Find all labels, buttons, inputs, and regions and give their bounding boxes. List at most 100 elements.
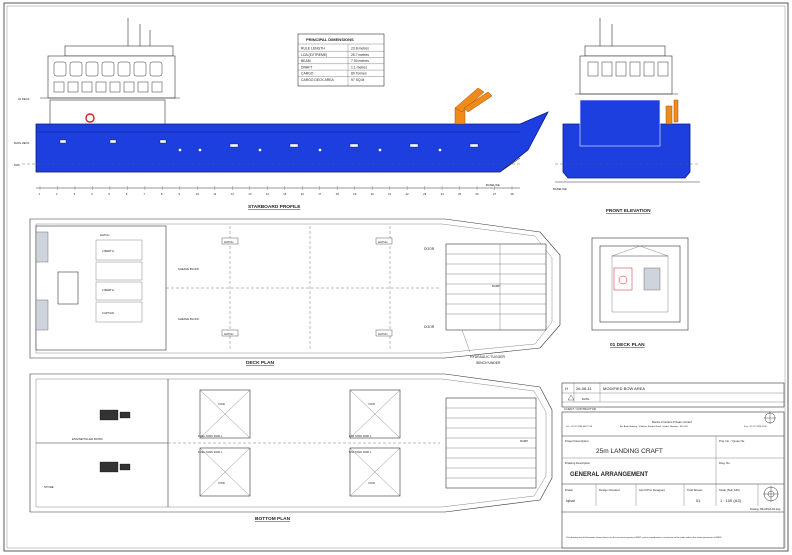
label-baseline: BASELINE — [486, 183, 500, 187]
frame-number: 24 — [441, 192, 445, 196]
title-01-deck-plan: 01 DECK PLAN — [610, 342, 645, 348]
revision-description: MODIFIED BOW AREA — [603, 386, 645, 391]
dimension-label: LOA (EXTREME) — [301, 53, 327, 57]
north-compass-icon — [763, 486, 779, 502]
bottom-label-fw-1: F/W TANK 2000 L — [349, 434, 372, 438]
revision-triangle-icon — [567, 394, 575, 401]
scale-value: 1 : 100 (A3) — [720, 498, 742, 503]
deck-label-tugger-2: WINCH UNDER — [476, 361, 501, 365]
frame-number: 20 — [371, 192, 375, 196]
deck-label-sheave-1: SHEAVE BLOCK — [178, 267, 200, 271]
design-checked-label: Design Checked — [599, 488, 620, 492]
frame-number: 12 — [231, 192, 235, 196]
title-bottom-plan: BOTTOM PLAN — [255, 516, 291, 522]
sheet-border — [3, 2, 789, 552]
engine-icons — [99, 409, 131, 473]
frame-number: 28 — [511, 192, 515, 196]
total-sheets-label: Total Sheets — [687, 488, 703, 492]
frame-number: 19 — [353, 192, 357, 196]
frame-number: 21 — [388, 192, 392, 196]
bottom-label-engine-room: ENGINE/TILLER ROOM — [72, 437, 103, 441]
dimension-label: CARGO — [301, 72, 314, 76]
bottom-label-fuel-2: FUEL TANK 2000 L — [198, 450, 223, 454]
frame-number: 1 — [39, 192, 41, 196]
principal-dimensions-title: PRINCIPAL DIMENSIONS — [306, 37, 354, 42]
bulwark-fittings — [59, 139, 479, 148]
scale-label: Scale (SHI: A3#) — [719, 488, 740, 492]
dimension-value: 23.8 metres — [351, 47, 369, 51]
frame-number: 16 — [301, 192, 305, 196]
frame-number: 3 — [73, 192, 75, 196]
wheelhouse-windows — [53, 61, 163, 93]
revision-block: H 26-06-11 MODIFIED BOW AREA DATE CLIENT… — [561, 382, 785, 411]
deck-label-berth-1: 2 BERTH — [102, 249, 114, 253]
steering-wheel-icon — [618, 275, 628, 285]
title-starboard-profile: STARBOARD PROFILE — [248, 204, 301, 210]
title-deck-plan: DECK PLAN — [246, 360, 275, 366]
tanks — [199, 389, 401, 497]
frame-number: 13 — [248, 192, 252, 196]
deck-label-hatch-2: HATCH — [224, 240, 233, 244]
company-address: A5, Ambi Building, 10 Arthur Bunder Road… — [620, 425, 689, 428]
front-baseline-label: BASELINE — [553, 187, 567, 191]
company-name: Marine Frontiers Private Limited — [652, 420, 692, 424]
deck-label-tugger-1: HYDRAULIC TUGGER — [470, 355, 506, 359]
drawing-label: Drawing Description — [565, 461, 590, 465]
bottom-plan: ENGINE/TILLER ROOM STORE FUEL TANK 2000 … — [29, 373, 553, 522]
dimension-value: 1.1 metres — [351, 65, 367, 69]
disclaimer: This drawing and all information shown t… — [566, 536, 723, 539]
revision-date: 26-06-11 — [576, 386, 592, 391]
frame-number: 18 — [336, 192, 340, 196]
deck-label-sheave-2: SHEAVE BLOCK — [178, 317, 200, 321]
frame-number: 22 — [406, 192, 410, 196]
drawn-by: Iqbal — [566, 498, 575, 503]
label-main-deck: MAIN DECK — [14, 141, 30, 145]
frame-number: 2 — [56, 192, 58, 196]
revision-letter: H — [565, 386, 568, 391]
frame-number: 11 — [213, 192, 216, 196]
frame-number: 15 — [283, 192, 287, 196]
dimension-value: 25.7 metres — [351, 53, 369, 57]
frame-number: 17 — [318, 192, 322, 196]
front-crane — [665, 99, 679, 125]
bottom-label-void-3: VOID — [368, 402, 375, 406]
frame-number: 6 — [126, 192, 128, 196]
title-front-elevation: FRONT ELEVATION — [606, 208, 651, 214]
company-tel: Tel: +91 22 2285 4667 / 68 — [566, 426, 593, 428]
company-fax: Fax: +91 22 2285 0736 — [744, 426, 767, 428]
dimension-value: 80 Tonnes — [351, 72, 367, 76]
frame-number: 26 — [476, 192, 480, 196]
file-reference: Drawing: ME-MFGA-R2.dwg — [750, 508, 781, 511]
label-dwl: DWL — [14, 163, 21, 167]
deck-crane — [454, 87, 493, 125]
approved-label: Apvd.(Prd. Designer) — [639, 488, 665, 492]
frame-number: 10 — [196, 192, 200, 196]
dimension-value: 7.00 metres — [351, 59, 369, 63]
deck-label-captain: CAPTAIN — [102, 311, 114, 315]
frame-number: 9 — [178, 192, 180, 196]
lifebuoy-icon — [85, 113, 95, 123]
bottom-label-void-2: VOID — [218, 481, 225, 485]
title-block: Marine Frontiers Private Limited A5, Amb… — [561, 411, 785, 549]
bottom-label-store: STORE — [44, 485, 54, 489]
drawing-title: GENERAL ARRANGEMENT — [570, 472, 648, 478]
deck-label-hatch-4: HATCH — [224, 332, 233, 336]
frame-number: 27 — [493, 192, 497, 196]
label-01-deck: 01 DECK — [18, 97, 30, 101]
project-label: Project Description — [565, 439, 589, 443]
deck-label-door-1: DOOR — [424, 247, 435, 251]
bottom-label-void-1: VOID — [218, 402, 225, 406]
dimension-value: 97 SQ.M — [351, 78, 365, 82]
frame-number: 14 — [266, 192, 270, 196]
bottom-label-fw-2: F/W TANK 2000 L — [349, 450, 372, 454]
frame-number: 4 — [91, 192, 93, 196]
frame-number: 25 — [458, 192, 462, 196]
bottom-label-fuel-1: FUEL TANK 2000 L — [198, 434, 223, 438]
frame-number: 23 — [423, 192, 427, 196]
client-label: CLIENT / CONTRACTOR — [564, 407, 596, 411]
deck-label-ramp: RAMP — [492, 284, 500, 288]
dimension-label: BEAM — [301, 59, 311, 63]
